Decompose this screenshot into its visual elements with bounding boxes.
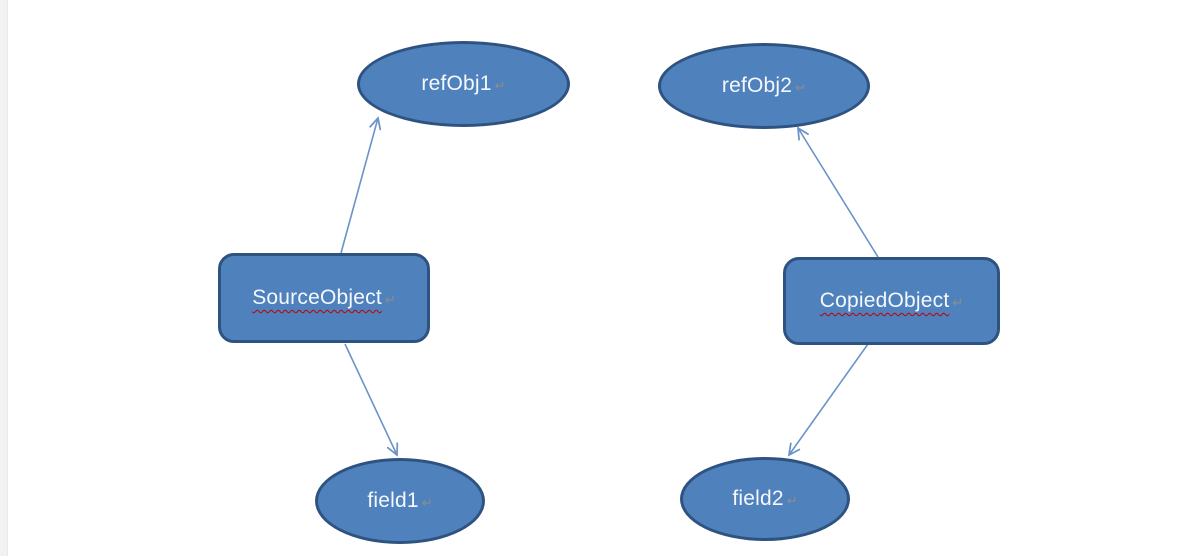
node-sourceobject[interactable]: SourceObject ↵	[218, 253, 430, 343]
end-of-text-mark: ↵	[384, 292, 396, 307]
end-of-text-mark: ↵	[795, 80, 807, 95]
arrow-copied-to-refobj2[interactable]	[798, 128, 879, 258]
node-sourceobject-label: SourceObject	[252, 286, 382, 309]
node-refobj1-label: refObj1	[421, 72, 492, 95]
node-refobj2[interactable]: refObj2 ↵	[658, 43, 870, 129]
arrow-source-to-refobj1[interactable]	[340, 118, 378, 254]
node-field2-label: field2	[732, 487, 784, 510]
node-copiedobject-label: CopiedObject	[819, 289, 950, 312]
node-refobj1[interactable]: refObj1 ↵	[357, 41, 570, 127]
end-of-text-mark: ↵	[952, 295, 964, 310]
node-field1-label: field1	[367, 489, 419, 512]
node-field1[interactable]: field1 ↵	[315, 458, 485, 544]
node-field2[interactable]: field2 ↵	[680, 457, 850, 541]
node-refobj2-label: refObj2	[721, 74, 793, 97]
arrow-source-to-field1[interactable]	[344, 343, 397, 455]
page-margin-strip	[0, 0, 8, 556]
arrow-copied-to-field2[interactable]	[789, 343, 869, 455]
end-of-text-mark: ↵	[421, 495, 433, 510]
end-of-text-mark: ↵	[494, 78, 506, 93]
node-copiedobject[interactable]: CopiedObject ↵	[783, 257, 1000, 345]
end-of-text-mark: ↵	[786, 493, 798, 508]
